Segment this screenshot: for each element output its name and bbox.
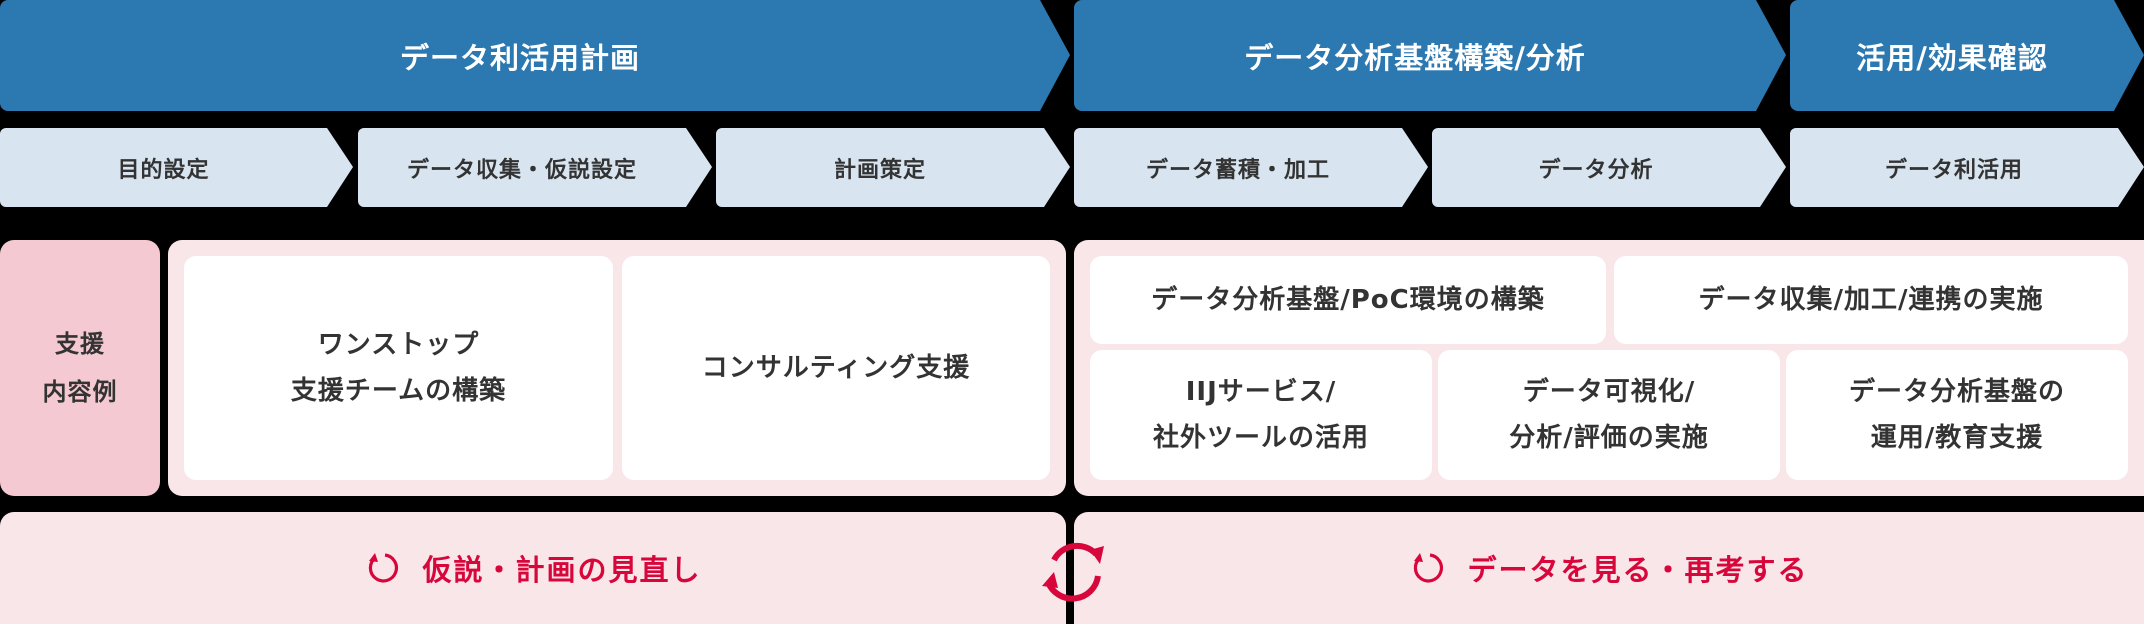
step-data-analysis: データ分析 (1432, 128, 1786, 207)
step-label: データ利活用 (1884, 157, 2023, 183)
phase-banner-utilization-effect: 活用/効果確認 (1790, 0, 2144, 111)
card-label: コンサルティング支援 (701, 353, 971, 383)
phase-label: データ利活用計画 (399, 40, 640, 75)
loop-label: データを見る・再考する (1467, 553, 1809, 587)
step-label: データ蓄積・加工 (1145, 157, 1330, 183)
card-label: データ可視化/ 分析/評価の実施 (1509, 377, 1709, 453)
step-label: 目的設定 (117, 157, 210, 183)
step-data-accumulation: データ蓄積・加工 (1074, 128, 1428, 207)
step-plan-formulation: 計画策定 (716, 128, 1070, 207)
card-label: データ分析基盤/PoC環境の構築 (1151, 285, 1545, 315)
step-data-collection-hypothesis: データ収集・仮説設定 (358, 128, 712, 207)
card-label: データ分析基盤の 運用/教育支援 (1848, 377, 2065, 453)
support-row-label: 支援 内容例 (0, 240, 160, 496)
step-label: 計画策定 (833, 157, 926, 183)
refresh-icon (1414, 553, 1444, 583)
phase-label: データ分析基盤構築/分析 (1244, 40, 1586, 75)
support-card-data-collection: データ収集/加工/連携の実施 (1614, 256, 2128, 344)
card-label: データ収集/加工/連携の実施 (1698, 285, 2044, 315)
step-goal-setting: 目的設定 (0, 128, 353, 207)
support-card-operation-education: データ分析基盤の 運用/教育支援 (1786, 350, 2128, 480)
support-row-label-text: 支援 内容例 (42, 330, 118, 406)
loop-label: 仮説・計画の見直し (422, 553, 702, 587)
card-label: ワンストップ 支援チームの構築 (290, 330, 507, 406)
card-label: IIJサービス/ 社外ツールの活用 (1152, 377, 1369, 453)
support-card-consulting: コンサルティング支援 (622, 256, 1050, 480)
support-card-onestop-team: ワンストップ 支援チームの構築 (184, 256, 613, 480)
phase-banner-analytics-platform: データ分析基盤構築/分析 (1074, 0, 1786, 111)
support-card-visualization: データ可視化/ 分析/評価の実施 (1438, 350, 1780, 480)
cycle-icon (1042, 542, 1104, 602)
phase-label: 活用/効果確認 (1856, 40, 2048, 75)
step-label: データ収集・仮説設定 (406, 157, 637, 183)
loop-bar-review-plan: 仮説・計画の見直し (0, 512, 1066, 624)
refresh-icon (369, 553, 399, 583)
phase-banner-data-utilization-plan: データ利活用計画 (0, 0, 1070, 111)
step-data-utilization: データ利活用 (1790, 128, 2144, 207)
step-label: データ分析 (1538, 157, 1654, 183)
support-card-platform-poc: データ分析基盤/PoC環境の構築 (1090, 256, 1606, 344)
loop-bar-review-data: データを見る・再考する (1074, 512, 2144, 624)
support-card-iij-services: IIJサービス/ 社外ツールの活用 (1090, 350, 1432, 480)
